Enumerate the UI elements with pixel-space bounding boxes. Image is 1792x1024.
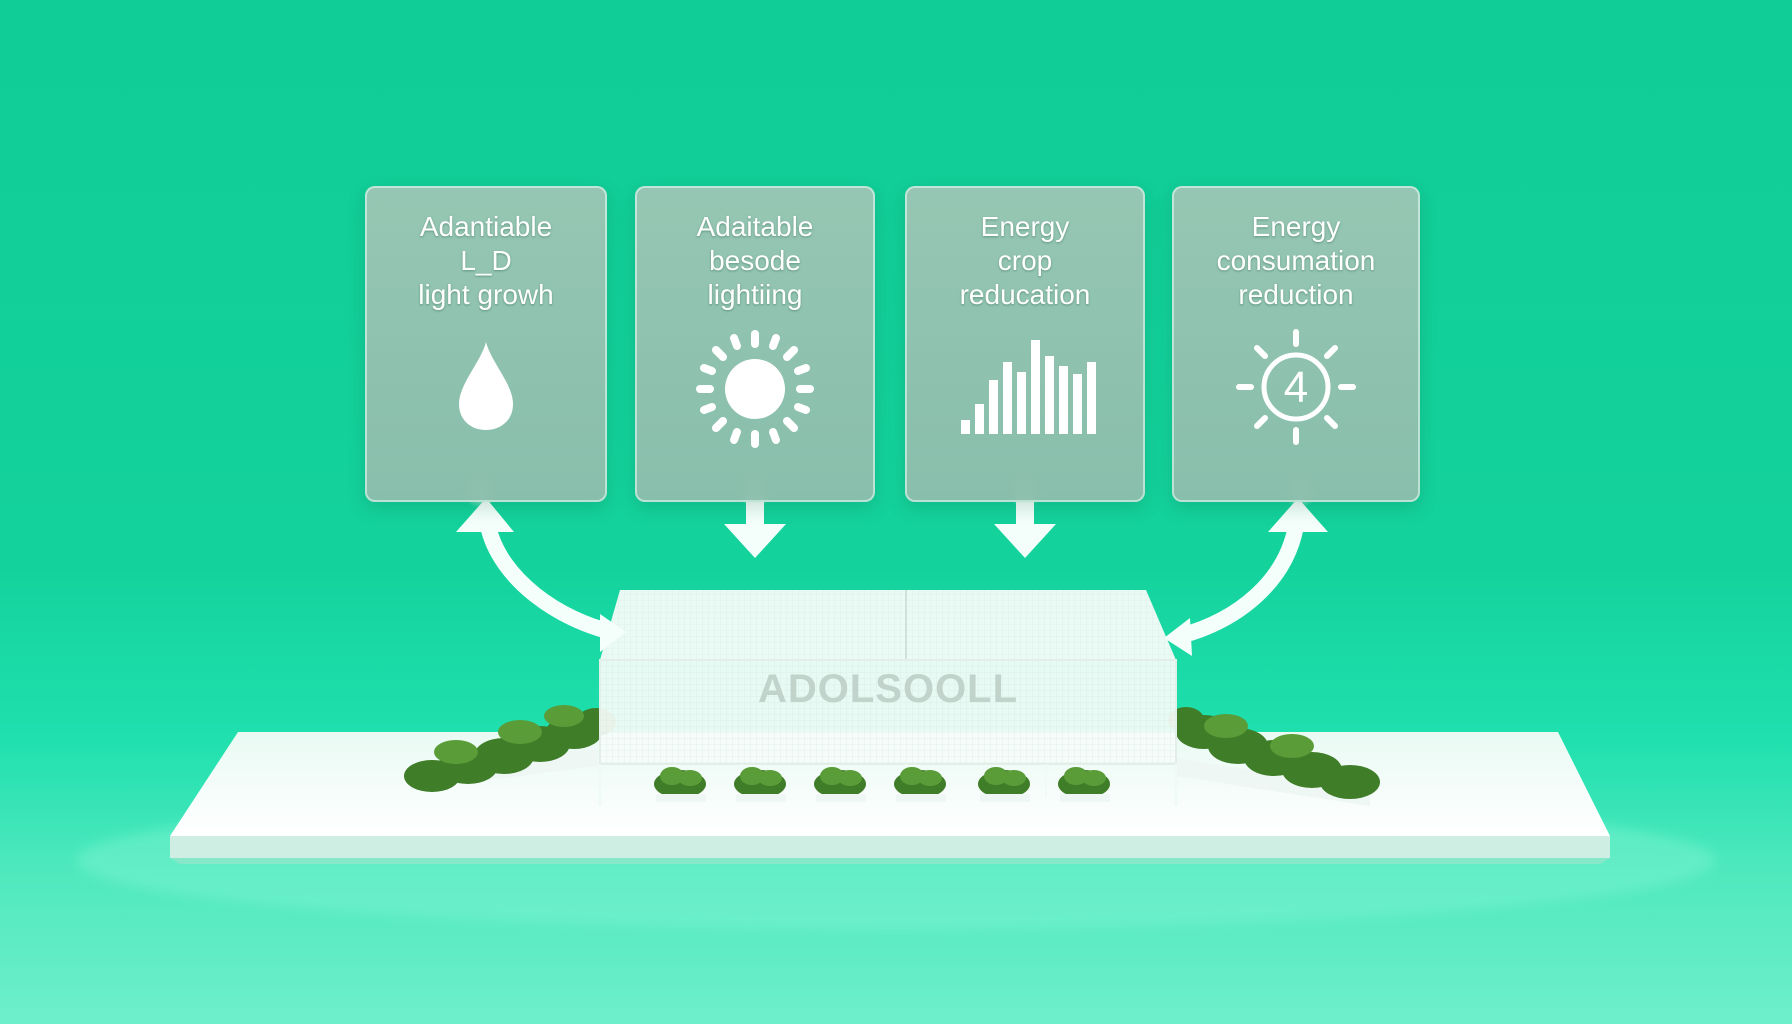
panel-title: Adantiable L_D light growh bbox=[371, 210, 601, 312]
panel-energy-crop: Energy crop reducation bbox=[905, 186, 1145, 502]
arrow-panel2-down bbox=[724, 496, 786, 558]
arrow-panel4-link bbox=[1164, 498, 1328, 656]
arrow-panel3-down bbox=[994, 496, 1056, 558]
arrow-panel1-link bbox=[456, 498, 626, 652]
panel-adaptable-lighting: Adaitable besode lightiing bbox=[635, 186, 875, 502]
greenhouse-plants bbox=[654, 767, 1110, 798]
greenhouse bbox=[598, 590, 1178, 806]
panel-line: consumation bbox=[1216, 245, 1376, 276]
panel-line: light growh bbox=[418, 279, 554, 310]
panel-line: Energy bbox=[980, 211, 1070, 242]
panel-line: crop bbox=[997, 245, 1053, 276]
panel-title: Energy crop reducation bbox=[911, 210, 1139, 312]
water-drop-icon bbox=[459, 342, 513, 430]
greenhouse-label: ADOLSOOLL bbox=[758, 667, 1018, 711]
panel-line: lightiing bbox=[707, 279, 803, 310]
panel-line: reduction bbox=[1238, 279, 1354, 310]
panel-title: Adaitable besode lightiing bbox=[641, 210, 869, 312]
bar-chart-icon bbox=[961, 340, 1096, 434]
sun-number-icon: 4 bbox=[1236, 329, 1356, 445]
panel-line: reducation bbox=[959, 279, 1091, 310]
right-plant-bed bbox=[1168, 707, 1380, 806]
panel-energy-consumption: Energy consumation reduction 4 bbox=[1172, 186, 1420, 502]
panel-line: Energy bbox=[1251, 211, 1341, 242]
panel-line: besode bbox=[709, 245, 801, 276]
plant-trays bbox=[656, 794, 1110, 802]
panel-line: Adaitable bbox=[696, 211, 814, 242]
panel-line: Adantiable bbox=[419, 211, 553, 242]
sun-icon bbox=[696, 330, 814, 448]
panel-led-growth: Adantiable L_D light growh bbox=[365, 186, 607, 502]
sun-number-label: 4 bbox=[1284, 363, 1308, 412]
panel-line: L_D bbox=[460, 245, 512, 276]
panel-title: Energy consumation reduction bbox=[1178, 210, 1414, 312]
